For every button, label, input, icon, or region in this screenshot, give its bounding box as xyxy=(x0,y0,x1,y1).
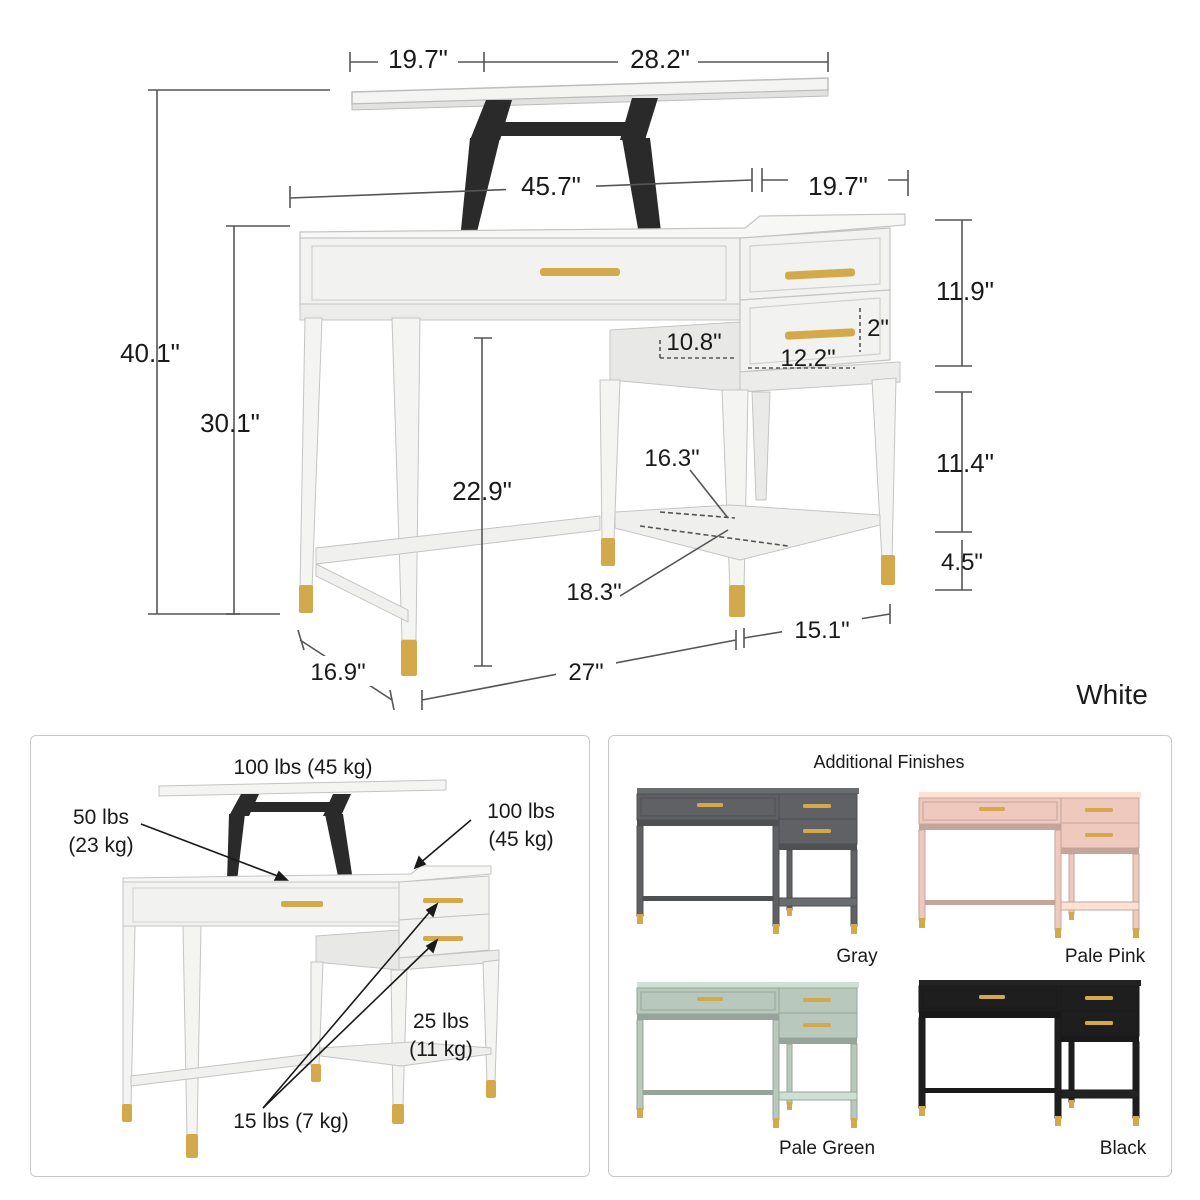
dim-legroom-width: 27" xyxy=(568,659,603,686)
lift-top-panel xyxy=(351,77,829,111)
dim-drawer-inner-width: 12.2" xyxy=(780,345,835,372)
additional-finishes-panel: Additional Finishes Gray Pale Pink Pale … xyxy=(608,735,1172,1177)
drawer-pull xyxy=(540,268,620,276)
weight-shelf-line1: 25 lbs xyxy=(413,1010,469,1033)
finish-label-pale-green: Pale Green xyxy=(779,1138,875,1159)
weight-cabinet-top-line1: 100 lbs xyxy=(487,800,555,823)
weight-storage-line1: 50 lbs xyxy=(73,806,129,829)
main-finish-label: White xyxy=(1076,679,1148,710)
desk-body xyxy=(299,213,906,676)
dim-raised-height: 40.1" xyxy=(120,338,180,368)
dim-lift-depth: 19.7" xyxy=(388,44,448,74)
finishes-title: Additional Finishes xyxy=(813,752,964,772)
finish-desk-gray xyxy=(636,788,859,934)
weight-storage-line2: (23 kg) xyxy=(68,834,133,857)
dim-drawer-inner-height: 2" xyxy=(867,315,889,342)
dim-shelf-depth: 16.3" xyxy=(644,445,699,472)
dim-overall-width: 45.7" xyxy=(521,171,581,201)
dim-lift-width: 28.2" xyxy=(630,44,690,74)
weight-cabinet-top-line2: (45 kg) xyxy=(488,828,553,851)
weight-drawers: 15 lbs (7 kg) xyxy=(233,1110,349,1133)
dimension-labels: 19.7" 28.2" 45.7" 19.7" 40.1" 30.1" 22.9… xyxy=(120,42,1148,710)
weight-lift-mechanism xyxy=(227,794,353,884)
dim-cabinet-width: 19.7" xyxy=(808,171,868,201)
finish-label-pale-pink: Pale Pink xyxy=(1065,946,1146,967)
finish-label-black: Black xyxy=(1100,1138,1147,1159)
finish-label-gray: Gray xyxy=(836,946,878,967)
finish-desk-pale-green xyxy=(636,982,859,1128)
weight-capacity-panel: 100 lbs (45 kg) 50 lbs (23 kg) 100 lbs (… xyxy=(30,735,590,1177)
dim-legroom-height: 22.9" xyxy=(452,476,512,506)
dim-desk-depth: 16.9" xyxy=(310,659,365,686)
finish-desk-black xyxy=(918,980,1141,1126)
dim-drawer-inner-depth: 10.8" xyxy=(666,329,721,356)
dim-shelf-width: 18.3" xyxy=(566,579,621,606)
weight-shelf-line2: (11 kg) xyxy=(409,1038,473,1061)
dim-desk-height: 30.1" xyxy=(200,408,260,438)
dim-drawer-stack-height: 11.9" xyxy=(936,276,994,306)
dimension-lines xyxy=(148,52,972,711)
dim-shelf-clearance: 11.4" xyxy=(936,448,994,478)
weight-lift-top: 100 lbs (45 kg) xyxy=(234,756,373,779)
weight-diagram: 100 lbs (45 kg) 50 lbs (23 kg) 100 lbs (… xyxy=(68,756,555,1158)
finish-desk-pale-pink xyxy=(918,792,1141,938)
finishes-grid: Additional Finishes Gray Pale Pink Pale … xyxy=(636,752,1147,1159)
dim-cabinet-depth: 15.1" xyxy=(794,617,849,644)
dim-shelf-height-from-floor: 4.5" xyxy=(941,549,983,576)
